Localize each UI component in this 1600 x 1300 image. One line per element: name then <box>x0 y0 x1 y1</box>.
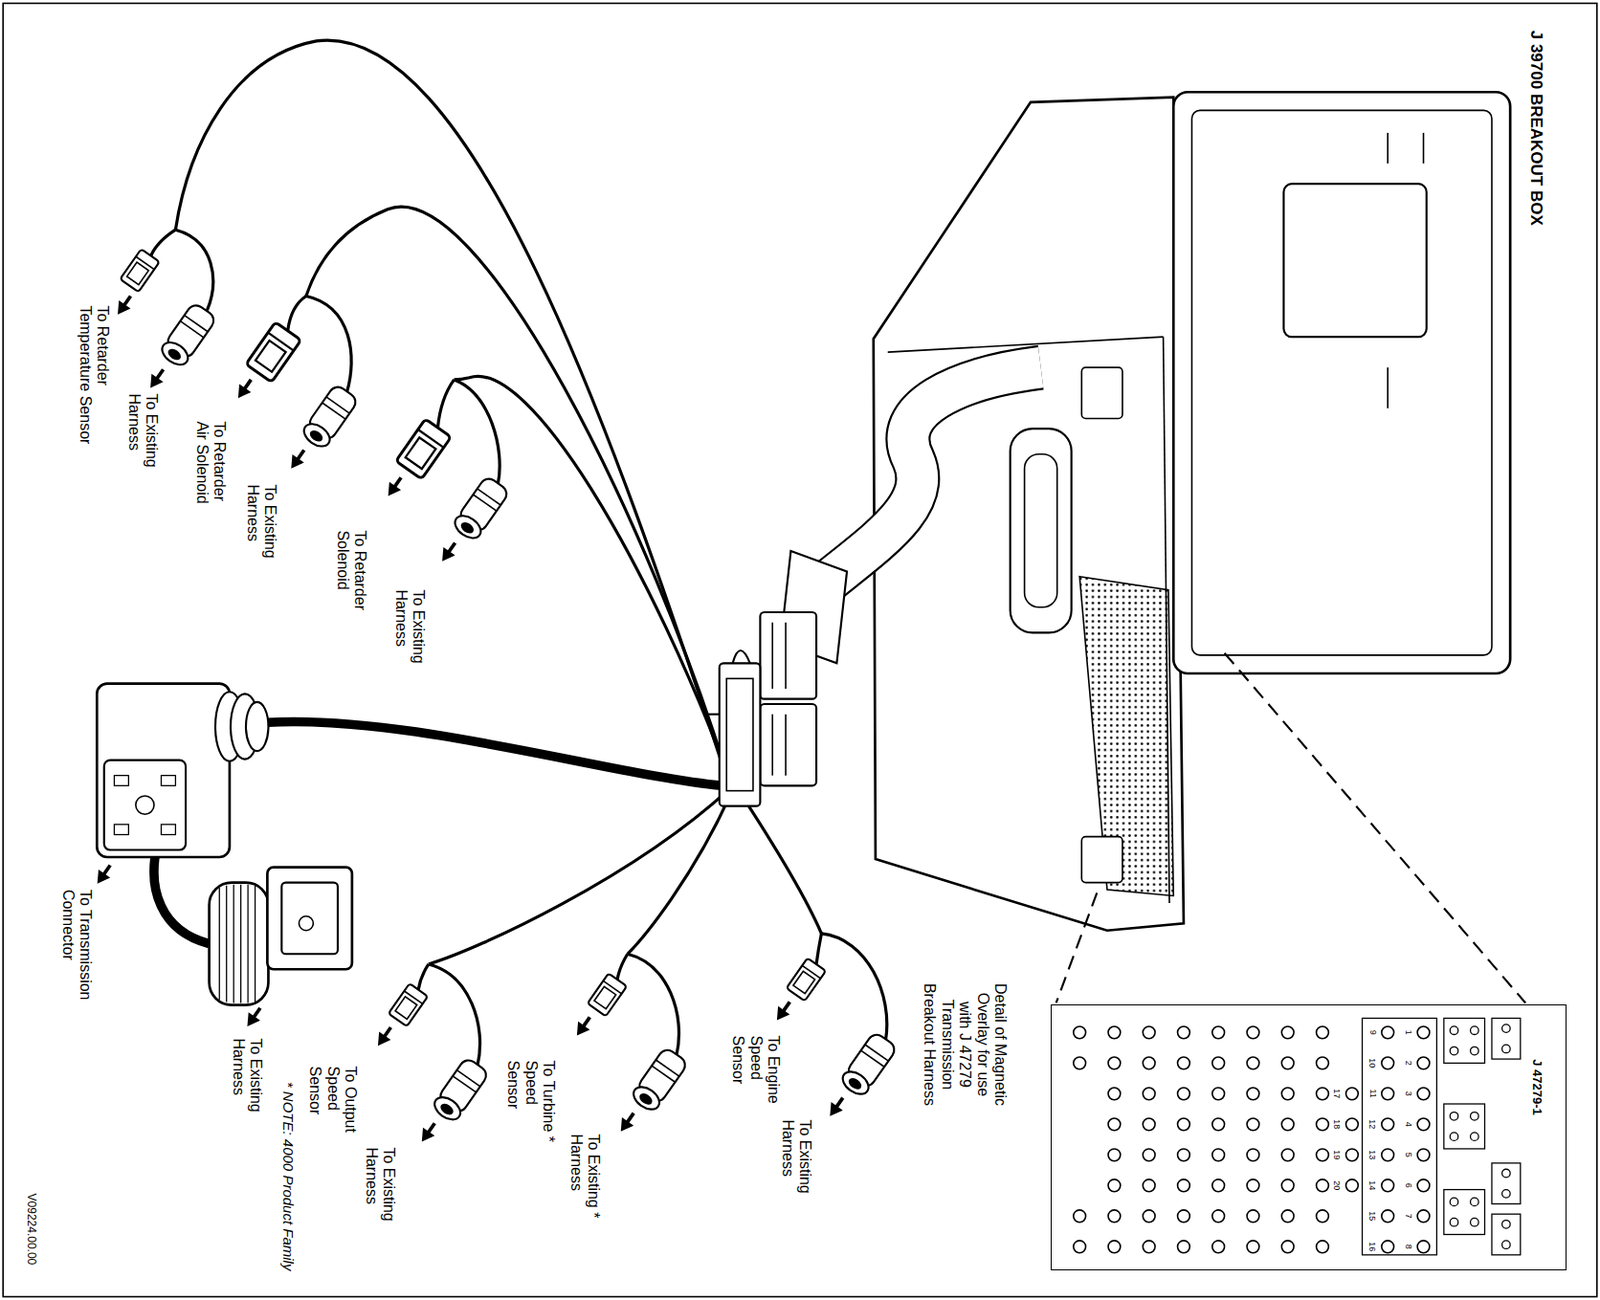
callout-label: To Engine Speed Sensor <box>728 1035 781 1132</box>
pin-number: 11 <box>1367 1089 1378 1099</box>
harness-hub <box>704 551 847 807</box>
direction-arrows <box>91 291 849 1147</box>
detail-caption: Detail of Magnetic Overlay for use with … <box>920 982 1009 1108</box>
callout-label: To Retarder Air Solenoid <box>192 421 228 517</box>
pin-number: 10 <box>1367 1058 1378 1068</box>
pin-number: 2 <box>1402 1061 1413 1067</box>
pin-number: 4 <box>1402 1122 1413 1128</box>
pin-number: 3 <box>1402 1091 1413 1097</box>
pin-number: 14 <box>1367 1180 1378 1191</box>
pin-number: 18 <box>1332 1119 1342 1130</box>
sensor-connectors <box>119 248 898 1125</box>
title-label: J 39700 BREAKOUT BOX <box>1526 30 1546 226</box>
callout-label: To Existing Harness <box>125 393 161 489</box>
overlay-pin-grid <box>1073 1018 1521 1255</box>
detail-leader <box>1056 653 1527 1004</box>
callout-label: To Existing Harness <box>361 1148 398 1245</box>
harness-wires <box>150 40 888 1066</box>
pin-number: 5 <box>1402 1153 1413 1158</box>
breakout-box <box>873 91 1511 932</box>
callout-label: To Existing Harness <box>391 589 427 686</box>
callout-label: To Existing * Harness <box>567 1134 603 1231</box>
transmission-connector <box>96 684 268 858</box>
round-connector <box>209 867 353 1006</box>
callout-label: To Retarder Temperature Sensor <box>76 306 112 460</box>
pin-number: 12 <box>1367 1119 1378 1130</box>
figure-id: V09224.00.00 <box>23 1194 38 1267</box>
note: * NOTE: 4000 Product Family <box>280 1082 297 1272</box>
pin-number: 15 <box>1367 1211 1378 1222</box>
pin-number: 17 <box>1332 1088 1342 1099</box>
callout-label: To Output Speed Sensor <box>305 1066 358 1162</box>
pin-number: 19 <box>1332 1150 1342 1160</box>
overlay-panel: J 47279-1 <box>1050 1004 1566 1270</box>
part-number: J 47279-1 <box>1529 1059 1544 1116</box>
callout-label: To Retarder Solenoid <box>333 530 369 626</box>
pin-number: 7 <box>1402 1214 1413 1220</box>
callout-label: To Existing Harness <box>777 1120 814 1217</box>
callout-label: To Existing Harness <box>244 484 280 580</box>
callout-label: To Existing Harness <box>229 1038 266 1134</box>
callout-label: To Transmission Connector <box>59 889 95 1010</box>
pin-number: 13 <box>1367 1150 1378 1160</box>
pin-number: 20 <box>1332 1180 1342 1191</box>
pin-number: 6 <box>1402 1183 1413 1189</box>
pin-number: 8 <box>1402 1244 1413 1250</box>
pin-number: 1 <box>1402 1030 1413 1036</box>
pin-number: 9 <box>1367 1030 1378 1036</box>
callout-label: To Turbine * Speed Sensor <box>504 1061 557 1157</box>
ribbon-cable <box>821 367 1041 587</box>
pin-number: 16 <box>1367 1242 1378 1252</box>
